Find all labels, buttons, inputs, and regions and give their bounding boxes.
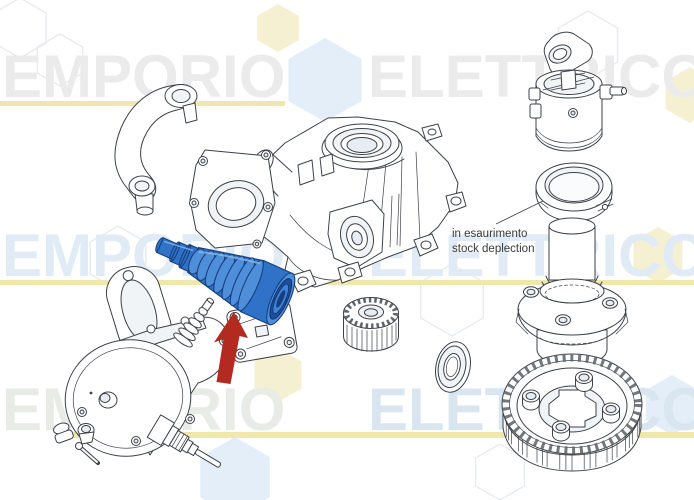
motor-worm-stub [173, 297, 215, 348]
annotation-line1: in esaurimento [452, 228, 527, 240]
watermark-underline [0, 280, 694, 285]
annotation-leader-line [495, 200, 544, 225]
stock-depletion-annotation: in esaurimento stock deplection [452, 200, 544, 255]
front-flange-plate [189, 149, 276, 249]
worm-screw-highlighted [155, 237, 296, 326]
swing-arm [114, 84, 198, 216]
red-arrow [214, 312, 248, 384]
pinion-gear [343, 297, 399, 352]
plate-bolts [189, 150, 273, 249]
release-key-parts [53, 422, 100, 465]
gear-posts [522, 371, 620, 442]
clamp-collar [535, 162, 614, 222]
watermark-underline [60, 432, 694, 438]
annotation-line2: stock deplection [452, 243, 534, 255]
motor-output-shaft [146, 414, 222, 468]
output-flange-shaft [515, 217, 629, 366]
worm-wheel-gear [501, 353, 643, 472]
ball-bearing [435, 341, 471, 393]
watermark-hexagons-blue [200, 38, 694, 500]
gearbox-housing [243, 116, 467, 293]
motor [64, 297, 231, 468]
worm-end-face [269, 278, 293, 320]
watermark-hexagons-yellow [254, 4, 694, 402]
shaft-clamp [528, 31, 627, 152]
